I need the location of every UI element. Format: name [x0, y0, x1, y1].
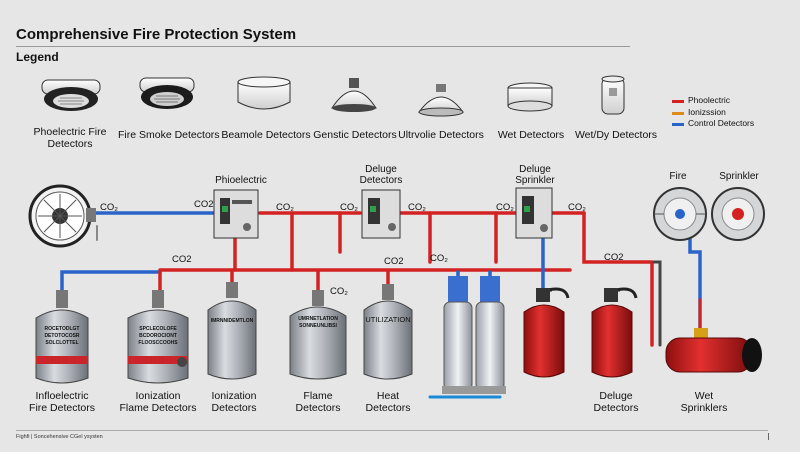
extinguisher-1	[523, 287, 570, 378]
co2-label: CO2	[172, 254, 192, 265]
co2-label: CO₂	[276, 202, 294, 213]
page-title: Comprehensive Fire Protection System	[16, 26, 297, 43]
cylinder-text-3: IMRNNIDEMTLON	[210, 318, 254, 324]
footer-caption: Fighfi | Soncehensive CGel ysysten	[16, 434, 103, 440]
wet-sprinkler-tank	[665, 328, 762, 373]
detector-icon-5	[418, 84, 464, 117]
title-divider	[16, 46, 630, 47]
control-panel-3	[515, 187, 553, 239]
co2-label: CO₂	[430, 253, 448, 264]
panel-label-1: Phioelectric	[215, 175, 267, 186]
legend-label-control: Control Detectors	[688, 118, 755, 128]
legend-label-photoelectric: Phoolectric	[688, 95, 731, 105]
co2-label: CO2	[384, 256, 404, 267]
detector-caption-6: Wet Detectors	[497, 129, 565, 141]
co2-label: CO₂	[568, 202, 586, 213]
co2-label: CO₂	[330, 286, 348, 297]
detector-caption-3: Beamole Detectors	[221, 129, 311, 141]
detector-caption-4: Genstic Detectors	[313, 129, 397, 141]
footer-mark	[768, 433, 769, 440]
sprinkler-detector-round	[711, 187, 765, 241]
detector-icon-2	[139, 77, 195, 109]
detector-caption-5: Ultrvolie Detectors	[398, 129, 484, 141]
alarm-bell	[28, 184, 96, 248]
co2-label: CO₂	[340, 202, 358, 213]
detector-icon-6	[507, 82, 553, 112]
co2-label: CO2	[194, 199, 214, 210]
detector-icon-4	[331, 78, 377, 112]
co2-label: CO₂	[408, 202, 426, 213]
co2-label: CO₂	[496, 202, 514, 213]
control-panel-2	[361, 189, 401, 239]
valve-column-1	[442, 276, 474, 394]
control-panel-1	[213, 189, 259, 239]
cylinder-4	[289, 290, 347, 380]
fire-label: Fire	[669, 171, 687, 182]
legend-line-control	[672, 123, 684, 126]
legend-heading: Legend	[16, 50, 59, 64]
extinguisher-2	[591, 287, 638, 378]
detector-caption-7: Wet/Dy Detectors	[574, 129, 658, 141]
footer-divider	[16, 430, 768, 431]
detector-icon-7	[601, 75, 625, 115]
legend-line-ionization	[672, 112, 684, 115]
co2-label: CO2	[604, 252, 624, 263]
detector-icon-1	[41, 79, 101, 111]
sprinkler-label: Sprinkler	[719, 171, 759, 182]
cylinder-1	[35, 290, 89, 384]
co2-label: CO₂	[100, 202, 118, 213]
legend-label-ionization: Ionizssion	[688, 107, 726, 117]
cylinder-5	[363, 284, 413, 380]
cylinder-text-5: UTILIZATION	[365, 315, 411, 324]
detector-icon-3	[237, 76, 291, 110]
legend-line-photoelectric	[672, 100, 684, 103]
fire-detector-round	[653, 187, 707, 241]
cylinder-2	[127, 290, 189, 384]
cylinder-3	[207, 282, 257, 380]
detector-caption-2: Fire Smoke Detectors	[118, 129, 220, 141]
valve-column-2	[474, 276, 506, 394]
